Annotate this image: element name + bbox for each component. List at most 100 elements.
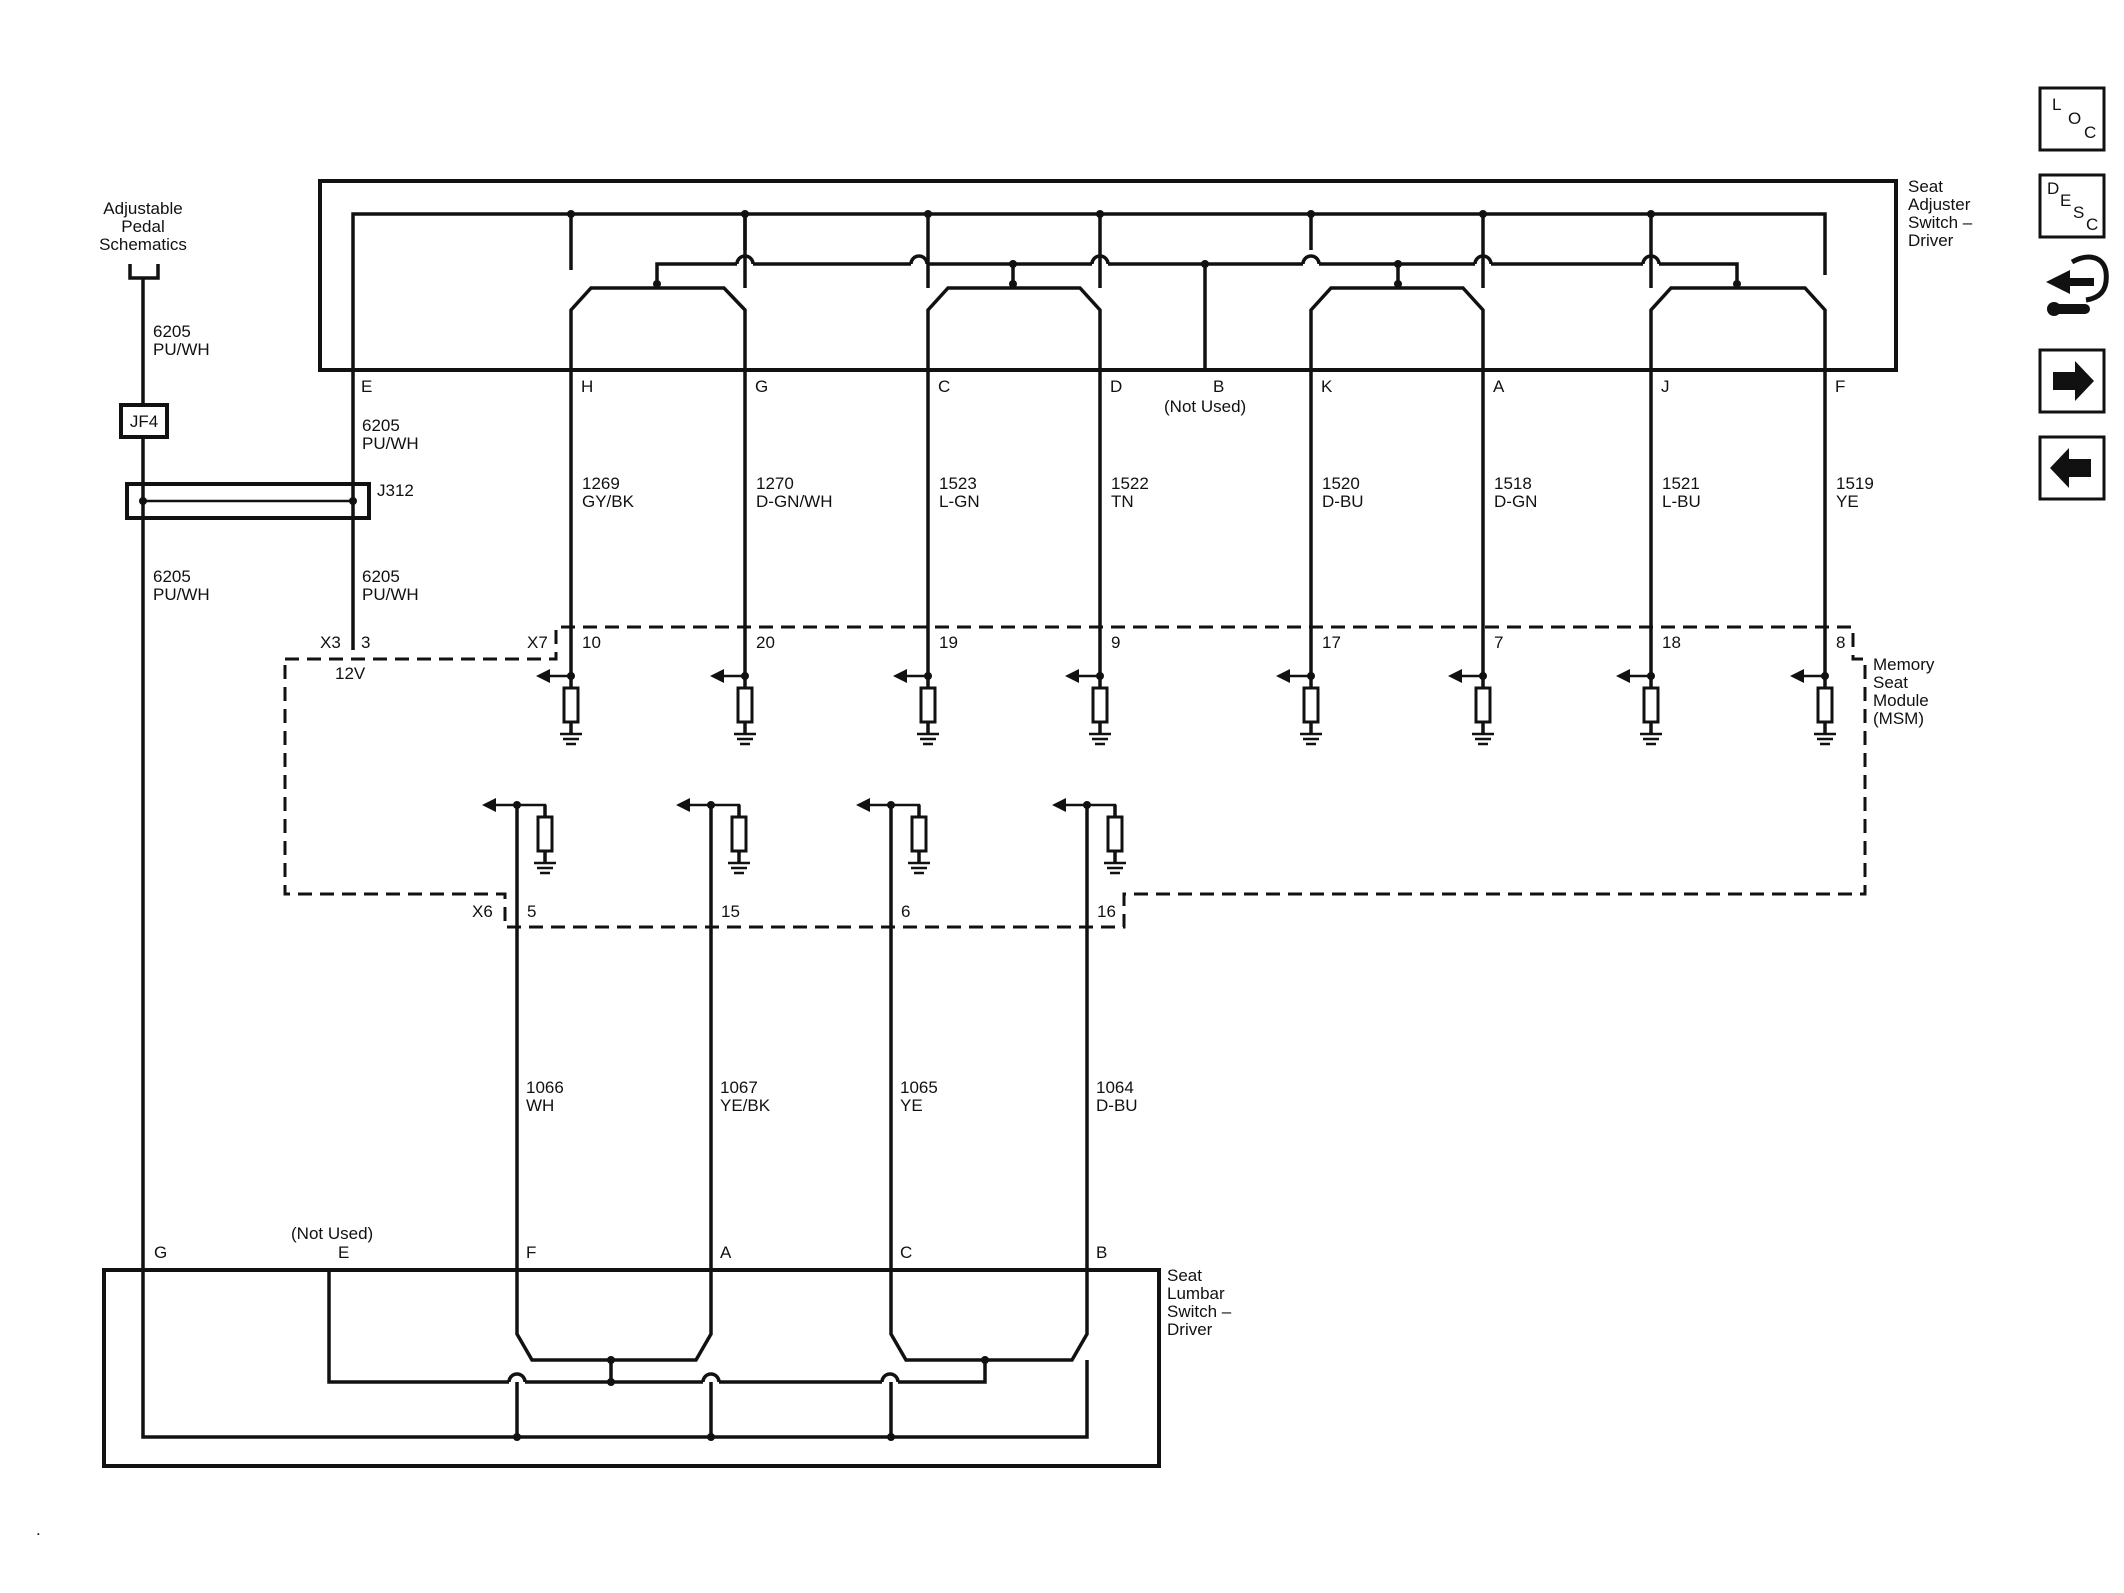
splice-jf4-label: JF4: [130, 412, 158, 431]
msm-pin-number: 18: [1662, 633, 1681, 652]
svg-text:C: C: [2084, 123, 2096, 142]
svg-text:3: 3: [361, 633, 370, 652]
svg-text:C: C: [938, 377, 950, 396]
next-page-icon[interactable]: [2038, 348, 2106, 414]
input-arrow: [856, 798, 895, 812]
adjuster-junction-dots: [567, 210, 1741, 288]
input-arrow: [1065, 669, 1104, 683]
svg-text:Seat: Seat: [1873, 673, 1908, 692]
connector-x6-label: X6: [472, 902, 493, 921]
svg-text:O: O: [2068, 109, 2081, 128]
svg-text:Seat: Seat: [1167, 1266, 1202, 1285]
msm-pin-number: 9: [1111, 633, 1120, 652]
svg-text:F: F: [1835, 377, 1845, 396]
input-arrow: [1276, 669, 1315, 683]
svg-text:Switch –: Switch –: [1908, 213, 1973, 232]
svg-text:H: H: [581, 377, 593, 396]
svg-text:Pedal: Pedal: [121, 217, 164, 236]
previous-page-icon[interactable]: [2038, 435, 2106, 501]
circuit-number: 1065: [900, 1078, 938, 1097]
svg-text:D: D: [1110, 377, 1122, 396]
svg-text:(MSM): (MSM): [1873, 709, 1924, 728]
wire-color: D-BU: [1096, 1096, 1138, 1115]
circuit-number: 1521: [1662, 474, 1700, 493]
msm-pin-number: 5: [527, 902, 536, 921]
wire-color: D-BU: [1322, 492, 1364, 511]
circuit-number: 1522: [1111, 474, 1149, 493]
pull-down-resistor: [1104, 805, 1126, 875]
pull-down-resistor: [728, 805, 750, 875]
lumbar-pin-letter: C: [900, 1243, 912, 1262]
svg-text:6205: 6205: [362, 416, 400, 435]
msm-pin-number: 10: [582, 633, 601, 652]
seat-lumbar-switch-box: [102, 1268, 1161, 1468]
circuit-number: 1066: [526, 1078, 564, 1097]
pull-down-resistor: [1089, 676, 1111, 746]
pull-down-resistor: [1640, 676, 1662, 746]
adjuster-internal-wiring: [351, 212, 1827, 370]
svg-text:G: G: [755, 377, 768, 396]
desc-icon[interactable]: D E S C: [2038, 173, 2106, 239]
input-arrow: [676, 798, 715, 812]
circuit-number: 1520: [1322, 474, 1360, 493]
svg-text:Driver: Driver: [1167, 1320, 1213, 1339]
wire-color: D-GN/WH: [756, 492, 832, 511]
circuit-number: 1269: [582, 474, 620, 493]
wire-color: D-GN: [1494, 492, 1537, 511]
circuit-number: 1064: [1096, 1078, 1134, 1097]
msm-pin-number: 20: [756, 633, 775, 652]
wire-color: L-BU: [1662, 492, 1701, 511]
input-arrow: [1790, 669, 1829, 683]
corner-mark: .: [36, 1520, 41, 1539]
splice-j312-label: J312: [377, 481, 414, 500]
circuit-number: 1270: [756, 474, 794, 493]
svg-text:Driver: Driver: [1908, 231, 1954, 250]
svg-text:(Not Used): (Not Used): [291, 1224, 373, 1243]
input-arrow: [1448, 669, 1487, 683]
pull-down-resistor: [1300, 676, 1322, 746]
loc-icon[interactable]: L O C: [2038, 86, 2106, 152]
svg-text:B: B: [1213, 377, 1224, 396]
wire-color: YE: [900, 1096, 923, 1115]
pull-down-resistor: [917, 676, 939, 746]
circuit-number: 1523: [939, 474, 977, 493]
wire-color: YE: [1836, 492, 1859, 511]
pull-down-resistor: [734, 676, 756, 746]
svg-text:6205: 6205: [153, 322, 191, 341]
msm-pin-number: 19: [939, 633, 958, 652]
svg-text:C: C: [2086, 215, 2098, 234]
svg-text:S: S: [2073, 203, 2084, 222]
wire-color: YE/BK: [720, 1096, 771, 1115]
svg-text:PU/WH: PU/WH: [153, 585, 210, 604]
circuit-number: 1519: [1836, 474, 1874, 493]
connector-x7-label: X7: [527, 633, 548, 652]
msm-pin-number: 8: [1836, 633, 1845, 652]
svg-text:Memory: Memory: [1873, 655, 1935, 674]
svg-text:J: J: [1661, 377, 1670, 396]
svg-text:Module: Module: [1873, 691, 1929, 710]
svg-text:G: G: [154, 1243, 167, 1262]
svg-text:Adjuster: Adjuster: [1908, 195, 1971, 214]
svg-text:PU/WH: PU/WH: [362, 585, 419, 604]
svg-text:D: D: [2047, 179, 2059, 198]
adjuster-pin-e: E: [361, 377, 372, 396]
msm-pin-number: 16: [1097, 902, 1116, 921]
connector-tool-icon[interactable]: [2046, 254, 2109, 316]
x7-circuits: 1269GY/BK101270D-GN/WH201523L-GN191522TN…: [536, 370, 1874, 746]
lumbar-internal-wiring: [141, 1270, 1089, 1441]
svg-text:Schematics: Schematics: [99, 235, 187, 254]
pull-down-resistor: [1814, 676, 1836, 746]
seat-adjuster-switch-label: Seat Adjuster Switch – Driver: [1908, 177, 1973, 250]
wire-color: TN: [1111, 492, 1134, 511]
input-arrow: [536, 669, 575, 683]
lumbar-pin-letter: B: [1096, 1243, 1107, 1262]
